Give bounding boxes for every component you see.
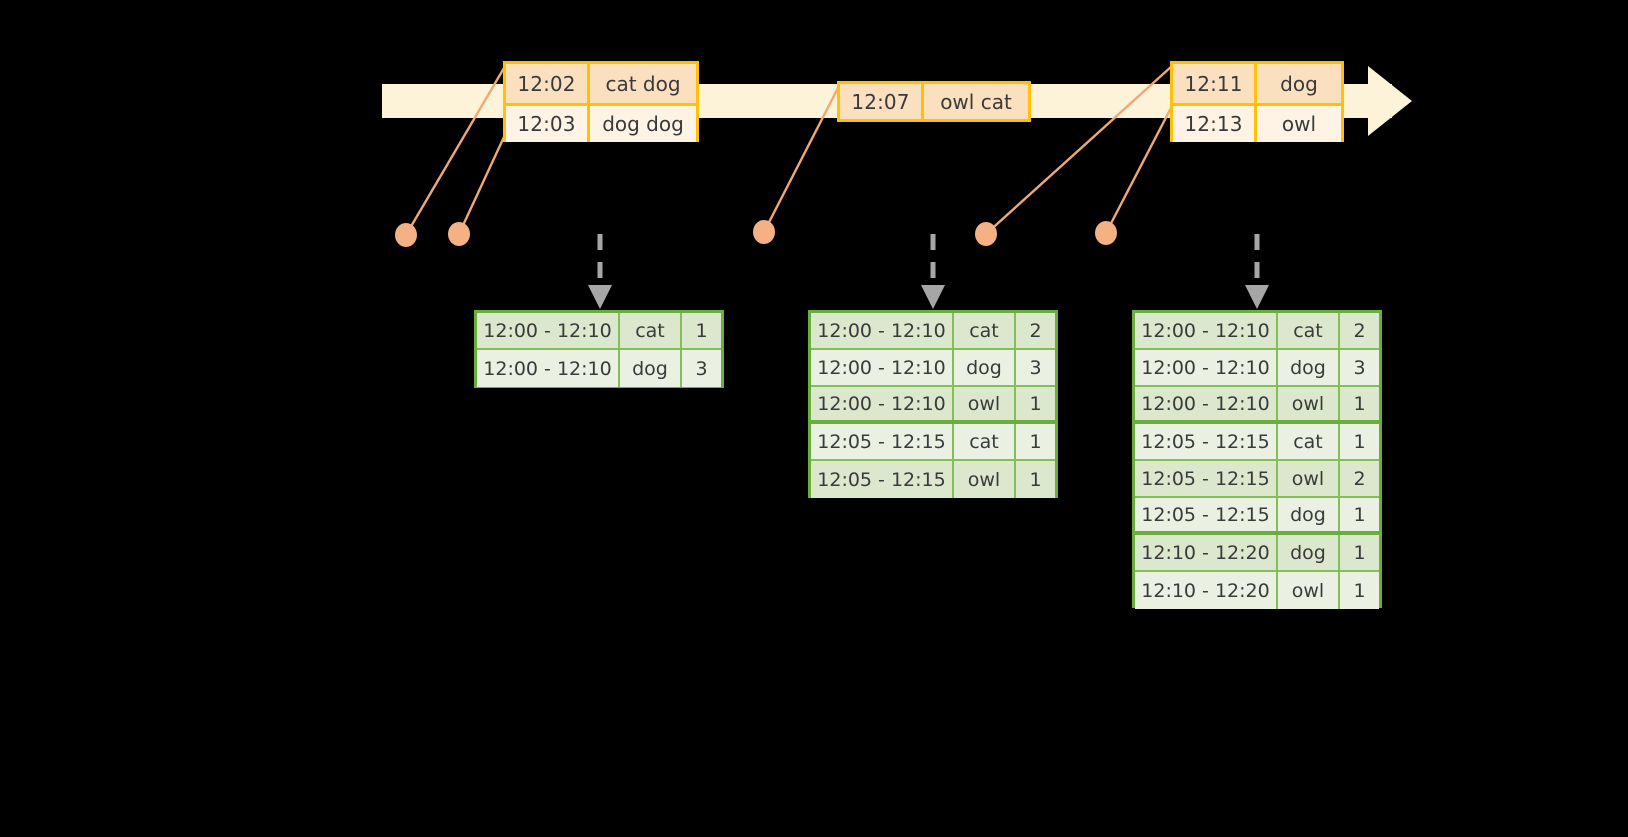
table-row: 12:00 - 12:10 dog 3 xyxy=(1135,350,1379,387)
cell-word: owl xyxy=(1278,572,1340,609)
event-dot-3 xyxy=(753,220,775,244)
event-payload: cat dog xyxy=(605,71,681,96)
cell-count: 1 xyxy=(1353,541,1366,564)
cell-count: 1 xyxy=(1353,579,1366,602)
flow-arrows xyxy=(597,234,1260,286)
cell-window: 12:00 - 12:10 xyxy=(1135,350,1278,385)
result-table-3[interactable]: 12:00 - 12:10 cat 2 12:00 - 12:10 dog 3 … xyxy=(1132,310,1382,609)
cell-window: 12:00 - 12:10 xyxy=(811,387,954,420)
table-row: 12:00 - 12:10 owl 1 xyxy=(1135,387,1379,424)
event-payload: dog dog xyxy=(602,112,684,136)
table-row: 12:00 - 12:10 cat 2 xyxy=(811,313,1055,350)
cell-window: 12:05 - 12:15 xyxy=(811,424,954,459)
cell-window: 12:00 - 12:10 xyxy=(811,350,954,385)
cell-window: 12:10 - 12:20 xyxy=(1135,535,1278,570)
cell-window: 12:05 - 12:15 xyxy=(1135,461,1278,496)
event-time: 12:13 xyxy=(1173,106,1257,142)
event-box-3[interactable]: 12:11 dog 12:13 owl xyxy=(1170,61,1344,142)
table-row: 12:10 - 12:20 owl 1 xyxy=(1135,572,1379,609)
event-row: 12:13 owl xyxy=(1173,103,1341,142)
table-row: 12:05 - 12:15 cat 1 xyxy=(1135,424,1379,461)
cell-count: 1 xyxy=(1029,468,1042,491)
cell-word: owl xyxy=(954,461,1016,498)
cell-count: 2 xyxy=(1029,319,1042,342)
table-row: 12:05 - 12:15 cat 1 xyxy=(811,424,1055,461)
cell-count: 1 xyxy=(1353,430,1366,453)
cell-window: 12:00 - 12:10 xyxy=(1135,387,1278,420)
cell-count: 1 xyxy=(1029,430,1042,453)
cell-count: 1 xyxy=(1353,392,1366,415)
event-dots xyxy=(395,220,1117,247)
cell-word: owl xyxy=(1278,461,1340,496)
event-box-2[interactable]: 12:07 owl cat xyxy=(837,81,1031,122)
event-payload: dog xyxy=(1280,71,1318,96)
cell-window: 12:05 - 12:15 xyxy=(1135,498,1278,531)
cell-word: dog xyxy=(954,350,1016,385)
table-row: 12:00 - 12:10 dog 3 xyxy=(811,350,1055,387)
cell-word: cat xyxy=(620,313,682,348)
cell-window: 12:10 - 12:20 xyxy=(1135,572,1278,609)
cell-word: dog xyxy=(1278,535,1340,570)
table-row: 12:10 - 12:20 dog 1 xyxy=(1135,535,1379,572)
cell-word: dog xyxy=(620,350,682,387)
cell-count: 1 xyxy=(695,319,708,342)
event-row: 12:02 cat dog xyxy=(506,64,696,103)
table-row: 12:00 - 12:10 dog 3 xyxy=(477,350,721,387)
connector-lines xyxy=(404,65,1174,236)
event-time: 12:03 xyxy=(506,106,590,142)
event-row: 12:11 dog xyxy=(1173,64,1341,103)
event-row: 12:07 owl cat xyxy=(840,84,1028,119)
table-row: 12:00 - 12:10 cat 2 xyxy=(1135,313,1379,350)
cell-word: cat xyxy=(1278,313,1340,348)
event-payload: owl xyxy=(1281,112,1317,136)
event-dot-1 xyxy=(395,223,417,247)
table-row: 12:05 - 12:15 dog 1 xyxy=(1135,498,1379,535)
cell-count: 2 xyxy=(1353,467,1366,490)
flow-arrow-heads xyxy=(588,285,1269,309)
result-table-1[interactable]: 12:00 - 12:10 cat 1 12:00 - 12:10 dog 3 xyxy=(474,310,724,388)
cell-count: 3 xyxy=(1353,356,1366,379)
event-dot-2 xyxy=(448,222,470,246)
cell-window: 12:00 - 12:10 xyxy=(477,313,620,348)
result-table-2[interactable]: 12:00 - 12:10 cat 2 12:00 - 12:10 dog 3 … xyxy=(808,310,1058,498)
event-time: 12:07 xyxy=(840,84,924,119)
cell-count: 1 xyxy=(1029,392,1042,415)
cell-window: 12:00 - 12:10 xyxy=(477,350,620,387)
cell-window: 12:00 - 12:10 xyxy=(1135,313,1278,348)
event-box-1[interactable]: 12:02 cat dog 12:03 dog dog xyxy=(503,61,699,142)
table-row: 12:00 - 12:10 owl 1 xyxy=(811,387,1055,424)
table-row: 12:00 - 12:10 cat 1 xyxy=(477,313,721,350)
cell-count: 3 xyxy=(1029,356,1042,379)
event-time: 12:02 xyxy=(506,64,590,103)
cell-word: owl xyxy=(954,387,1016,420)
event-dot-4 xyxy=(975,222,997,246)
cell-word: dog xyxy=(1278,498,1340,531)
event-row: 12:03 dog dog xyxy=(506,103,696,142)
cell-word: owl xyxy=(1278,387,1340,420)
cell-window: 12:05 - 12:15 xyxy=(1135,424,1278,459)
event-dot-5 xyxy=(1095,221,1117,245)
cell-count: 2 xyxy=(1353,319,1366,342)
cell-count: 1 xyxy=(1353,503,1366,526)
table-row: 12:05 - 12:15 owl 2 xyxy=(1135,461,1379,498)
cell-word: dog xyxy=(1278,350,1340,385)
cell-window: 12:00 - 12:10 xyxy=(811,313,954,348)
cell-word: cat xyxy=(1278,424,1340,459)
cell-window: 12:05 - 12:15 xyxy=(811,461,954,498)
event-time: 12:11 xyxy=(1173,64,1257,103)
table-row: 12:05 - 12:15 owl 1 xyxy=(811,461,1055,498)
cell-word: cat xyxy=(954,424,1016,459)
cell-word: cat xyxy=(954,313,1016,348)
event-payload: owl cat xyxy=(940,89,1012,114)
cell-count: 3 xyxy=(695,357,708,380)
